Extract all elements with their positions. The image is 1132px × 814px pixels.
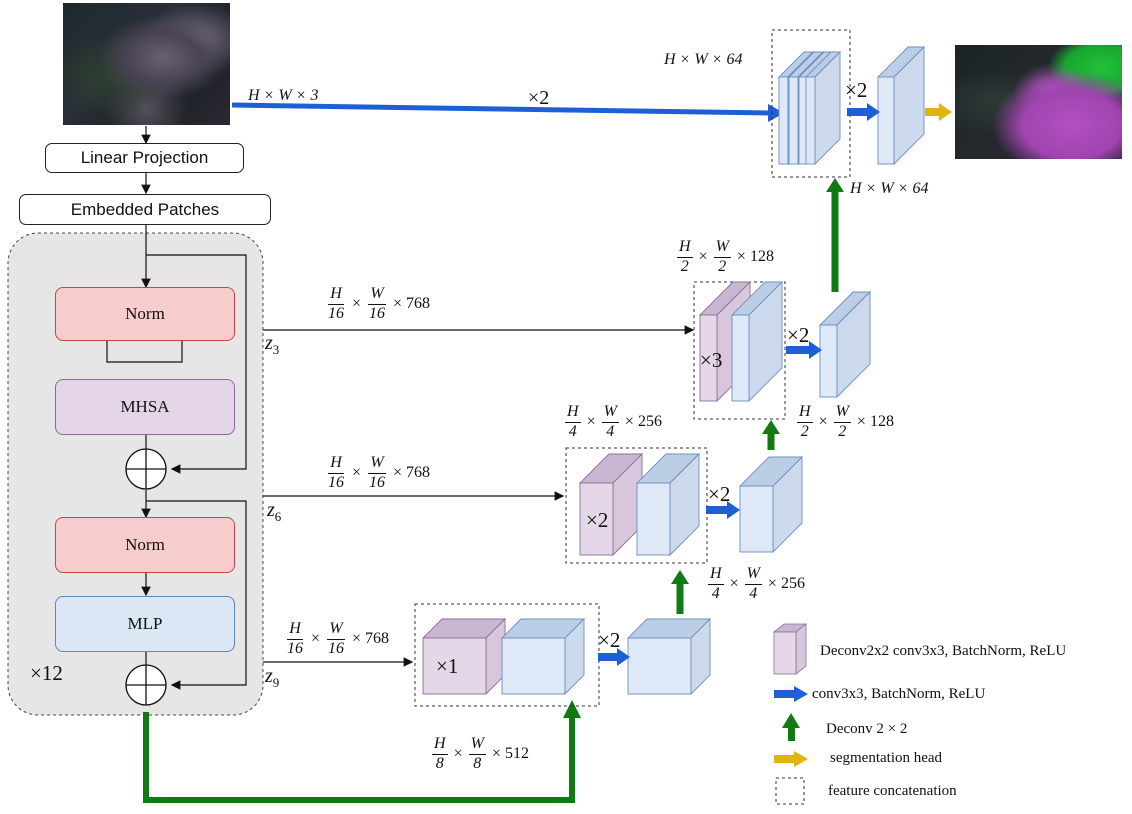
conv-x2-label-1: ×2 bbox=[598, 630, 620, 651]
block-x2-label: ×2 bbox=[586, 510, 608, 531]
legend-deconv-text: Deconv 2 × 2 bbox=[826, 722, 907, 737]
legend-conv-text: conv3x3, BatchNorm, ReLU bbox=[812, 687, 985, 702]
block-x3-label: ×3 bbox=[700, 350, 722, 371]
add-icon-1 bbox=[126, 449, 166, 489]
conv-x2-label-2: ×2 bbox=[708, 484, 730, 505]
mlp-box: MLP bbox=[55, 596, 235, 652]
cube-blue-level2 bbox=[637, 454, 699, 555]
legend-purple-cube-icon bbox=[774, 624, 806, 674]
dim-input: H × W × 3 bbox=[248, 88, 318, 104]
add-icon-2 bbox=[126, 665, 166, 705]
z3-label: z3 bbox=[265, 333, 279, 356]
legend-concat-text: feature concatenation bbox=[828, 784, 957, 799]
legend-blue-arrow-icon bbox=[774, 686, 808, 702]
mhsa-box: MHSA bbox=[55, 379, 235, 435]
block-x1-label: ×1 bbox=[436, 656, 458, 677]
legend-green-arrow-icon bbox=[782, 713, 800, 741]
deconv-arrow-level3 bbox=[826, 178, 844, 292]
conv-x2-label-4: ×2 bbox=[845, 80, 867, 101]
deconv-arrow-level2 bbox=[762, 420, 780, 450]
deconv-arrow-level1 bbox=[671, 570, 689, 614]
embedded-patches-box: Embedded Patches bbox=[19, 194, 271, 225]
z9-label: z9 bbox=[265, 666, 279, 689]
input-times-label: ×2 bbox=[528, 88, 549, 108]
legend-seg-head-text: segmentation head bbox=[830, 751, 942, 766]
legend-dashed-box-icon bbox=[776, 778, 804, 804]
cube-blue-out-level3 bbox=[820, 292, 870, 397]
dim-top-64-left: H × W × 64 bbox=[664, 52, 742, 68]
conv-arrow-top bbox=[847, 103, 880, 121]
repeat-label: ×12 bbox=[30, 663, 63, 684]
input-skip-arrow bbox=[232, 105, 770, 113]
cube-blue-level1 bbox=[502, 619, 584, 694]
legend-deconv-block-text: Deconv2x2 conv3x3, BatchNorm, ReLU bbox=[820, 644, 1066, 659]
z6-label: z6 bbox=[267, 500, 281, 523]
input-image bbox=[63, 3, 230, 125]
cube-blue-top-out bbox=[878, 47, 924, 164]
norm-box-1: Norm bbox=[55, 287, 235, 341]
dim-top-64-right: H × W × 64 bbox=[850, 181, 928, 197]
legend-yellow-arrow-icon bbox=[774, 751, 808, 767]
norm-box-2: Norm bbox=[55, 517, 235, 573]
cube-purple-level2 bbox=[580, 454, 642, 555]
decoder-cubes bbox=[423, 47, 924, 694]
linear-projection-box: Linear Projection bbox=[45, 143, 244, 173]
cube-blue-out-level1 bbox=[628, 619, 710, 694]
conv-x2-label-3: ×2 bbox=[787, 325, 809, 346]
output-segmentation bbox=[955, 45, 1122, 159]
cube-blue-out-level2 bbox=[740, 457, 802, 552]
seg-head-arrow bbox=[925, 103, 952, 121]
